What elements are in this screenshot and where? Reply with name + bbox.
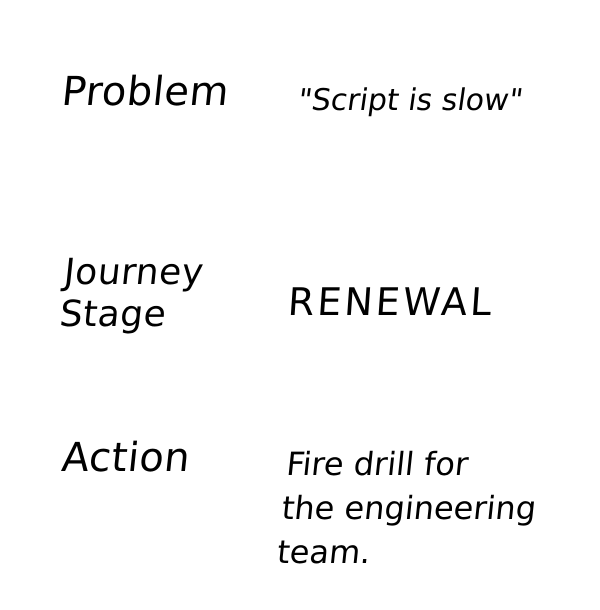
journey-stage-label-line-2: Stage [57,294,169,335]
action-value-line-2: the engineering [280,489,539,527]
action-value-line-1: Fire drill for [284,445,471,483]
problem-label: Problem [59,69,232,115]
journey-stage-label-line-1: Journey [62,252,206,293]
action-label: Action [59,435,193,481]
problem-value: "Script is slow" [295,83,526,118]
action-value-line-3: team. [275,533,373,571]
action-value: Fire drill for the engineering team. [275,442,543,574]
journey-stage-label: Journey Stage [58,252,206,336]
journey-stage-value: RENEWAL [286,280,497,324]
